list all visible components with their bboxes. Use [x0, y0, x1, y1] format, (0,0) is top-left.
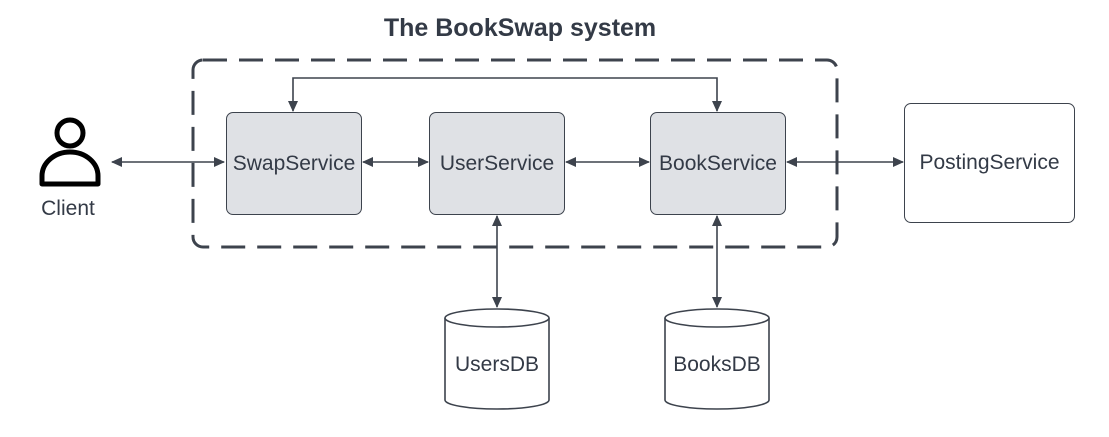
booksdb-label: BooksDB	[673, 353, 761, 376]
arrow-swapservice-bookservice	[288, 77, 722, 112]
usersdb-label: UsersDB	[454, 353, 539, 376]
userservice-box: UserService	[429, 112, 565, 215]
bookservice-box: BookService	[650, 112, 786, 215]
database-cylinder-usersdb	[444, 308, 550, 410]
client-label: Client	[41, 197, 95, 220]
system-boundary	[191, 58, 839, 249]
postingservice-box: PostingService	[904, 103, 1075, 223]
diagram-title: The BookSwap system	[383, 14, 657, 42]
database-cylinder-booksdb	[664, 308, 770, 410]
person-icon	[39, 117, 101, 187]
swapservice-box: SwapService	[226, 112, 362, 215]
